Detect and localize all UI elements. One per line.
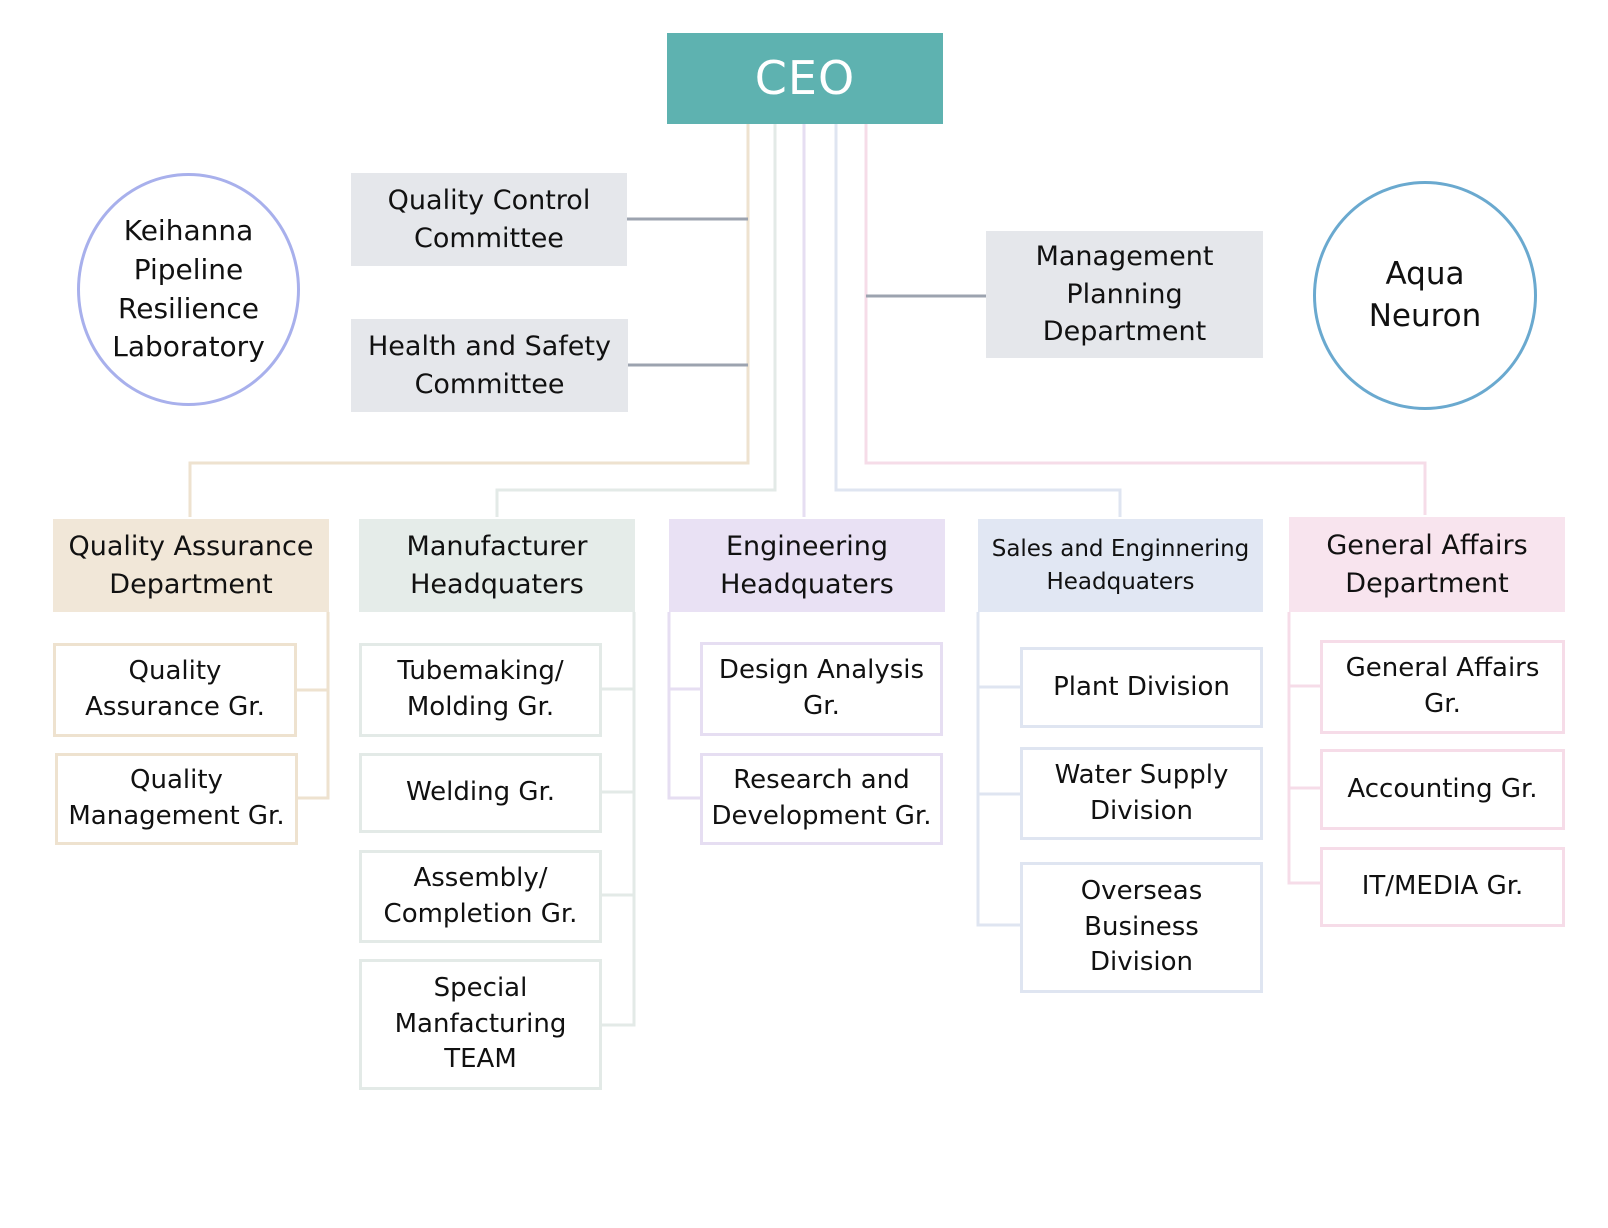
dept-engineering-headquaters: Engineering Headquaters <box>669 519 945 612</box>
keihanna-lab-circle: Keihanna Pipeline Resilience Laboratory <box>77 173 300 406</box>
dept-general-affairs: General Affairs Department <box>1289 517 1565 612</box>
group-tubemaking-molding: Tubemaking/ Molding Gr. <box>359 643 602 737</box>
connector-ceo-manufacturer <box>495 124 777 517</box>
group-design-analysis: Design Analysis Gr. <box>700 642 943 736</box>
dept-quality-assurance: Quality Assurance Department <box>53 519 329 612</box>
group-quality-management: Quality Management Gr. <box>55 753 298 845</box>
health-safety-committee: Health and Safety Committee <box>351 319 628 412</box>
group-general-affairs: General Affairs Gr. <box>1320 640 1565 734</box>
group-accounting: Accounting Gr. <box>1320 749 1565 830</box>
group-plant-division: Plant Division <box>1020 647 1263 728</box>
aqua-neuron-circle: Aqua Neuron <box>1313 181 1537 410</box>
dept-manufacturer-headquaters: Manufacturer Headquaters <box>359 519 635 612</box>
group-overseas-business-division: Overseas Business Division <box>1020 862 1263 993</box>
group-assembly-completion: Assembly/ Completion Gr. <box>359 850 602 943</box>
group-quality-assurance: Quality Assurance Gr. <box>53 643 297 737</box>
dept-sales-engineering-headquaters: Sales and Enginnering Headquaters <box>978 519 1263 612</box>
group-research-development: Research and Development Gr. <box>700 753 943 845</box>
group-welding: Welding Gr. <box>359 753 602 833</box>
group-special-manfacturing-team: Special Manfacturing TEAM <box>359 959 602 1090</box>
ceo-box: CEO <box>667 33 943 124</box>
connector-ceo-quality-assurance <box>188 124 750 517</box>
group-it-media: IT/MEDIA Gr. <box>1320 847 1565 927</box>
group-water-supply-division: Water Supply Division <box>1020 747 1263 840</box>
connector-ceo-sales <box>834 124 1122 517</box>
management-planning-department: Management Planning Department <box>986 231 1263 358</box>
quality-control-committee: Quality Control Committee <box>351 173 627 266</box>
connector-ceo-general-affairs <box>864 124 1427 515</box>
